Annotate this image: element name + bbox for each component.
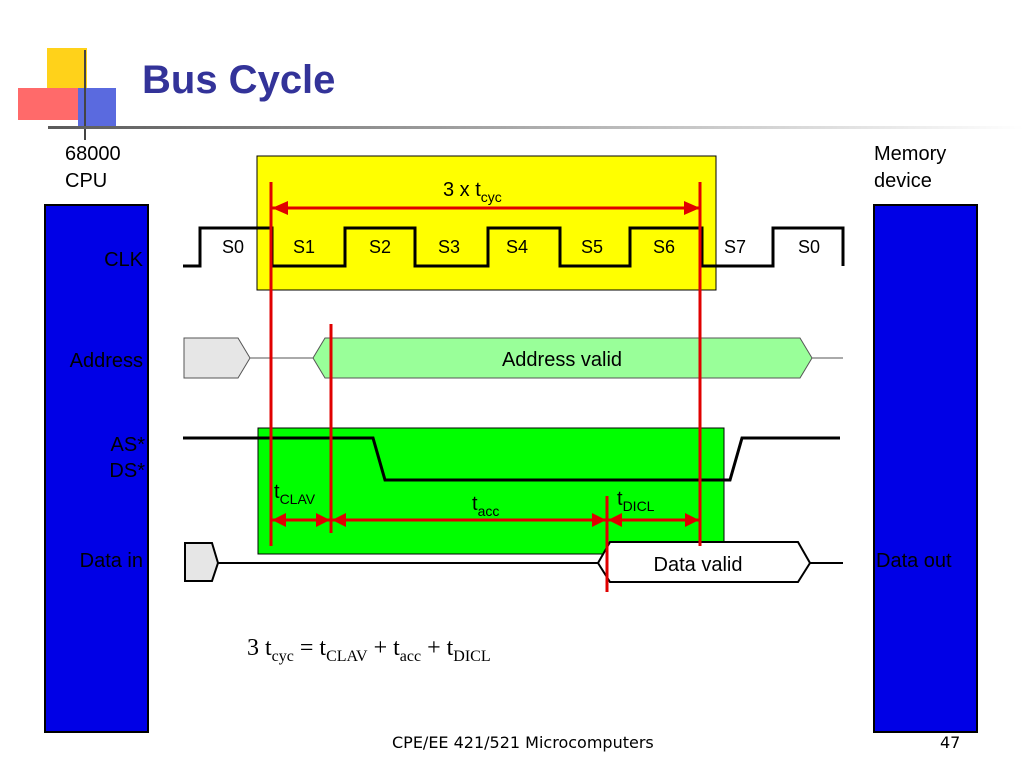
- data-prev-segment: [184, 542, 220, 582]
- eq-part1: 3 t: [247, 635, 272, 661]
- footer-course: CPE/EE 421/521 Microcomputers: [392, 733, 654, 752]
- tdicl-sub: DICL: [623, 498, 655, 514]
- eq-part3: + t: [368, 635, 401, 661]
- state-label: S3: [438, 237, 460, 257]
- as-ds-waveform: [183, 436, 840, 482]
- tclav-main: t: [274, 481, 280, 503]
- state-label: S7: [724, 237, 746, 257]
- tdicl-main: t: [617, 488, 623, 510]
- tclav-label: tCLAV: [274, 481, 316, 507]
- state-label: S0: [798, 237, 820, 257]
- cycle-highlight-box: [256, 155, 717, 291]
- state-label: S4: [506, 237, 528, 257]
- cycle-span-arrow-right: [684, 201, 700, 215]
- slide-title: Bus Cycle: [142, 58, 336, 102]
- address-valid-label: Address valid: [502, 349, 622, 371]
- memory-block: [873, 204, 978, 733]
- tacc-arrow-left: [332, 513, 346, 527]
- data-out-label: Data out: [876, 550, 952, 572]
- title-rule: [48, 126, 1024, 129]
- data-in-label: Data in: [80, 550, 143, 572]
- state-label: S1: [293, 237, 315, 257]
- tacc-arrow-right: [592, 513, 606, 527]
- memory-label-line2: device: [874, 170, 932, 192]
- cycle-span-label: 3 x tcyc: [443, 179, 502, 205]
- state-label: S0: [222, 237, 244, 257]
- tclav-arrow-left: [272, 513, 286, 527]
- footer-page-number: 47: [940, 733, 961, 752]
- tclav-arrow-right: [316, 513, 330, 527]
- tdicl-arrow-right: [685, 513, 699, 527]
- data-valid-label: Data valid: [654, 554, 743, 576]
- cycle-span-arrow-left: [272, 201, 288, 215]
- eq-part4: + t: [421, 635, 454, 661]
- address-label: Address: [70, 350, 143, 372]
- ds-label: DS*: [109, 460, 145, 482]
- as-label: AS*: [111, 434, 146, 456]
- tdicl-arrow-left: [608, 513, 622, 527]
- cpu-label-line1: 68000: [65, 143, 121, 165]
- state-label: S5: [581, 237, 603, 257]
- tacc-main: t: [472, 493, 478, 515]
- eq-sub1: cyc: [272, 648, 294, 665]
- eq-sub4: DICL: [453, 648, 490, 665]
- eq-sub2: CLAV: [326, 648, 368, 665]
- clk-label: CLK: [104, 249, 144, 271]
- state-label: S2: [369, 237, 391, 257]
- address-prev-segment: [183, 337, 251, 379]
- tacc-sub: acc: [478, 503, 500, 519]
- tacc-label: tacc: [472, 493, 499, 519]
- memory-label-line1: Memory: [874, 143, 946, 165]
- timing-highlight-box: [257, 427, 725, 555]
- cycle-span-sub: cyc: [481, 189, 502, 205]
- tclav-sub: CLAV: [280, 491, 316, 507]
- cycle-span-main: 3 x t: [443, 179, 481, 201]
- cpu-block: [44, 204, 149, 733]
- cpu-label-line2: CPU: [65, 170, 107, 192]
- timing-equation: 3 tcyc = tCLAV + tacc + tDICL: [247, 635, 491, 665]
- clk-state-labels: S0 S1 S2 S3 S4 S5 S6 S7 S0: [222, 237, 820, 257]
- eq-sub3: acc: [400, 648, 421, 665]
- eq-part2: = t: [294, 635, 327, 661]
- tdicl-label: tDICL: [617, 488, 655, 514]
- state-label: S6: [653, 237, 675, 257]
